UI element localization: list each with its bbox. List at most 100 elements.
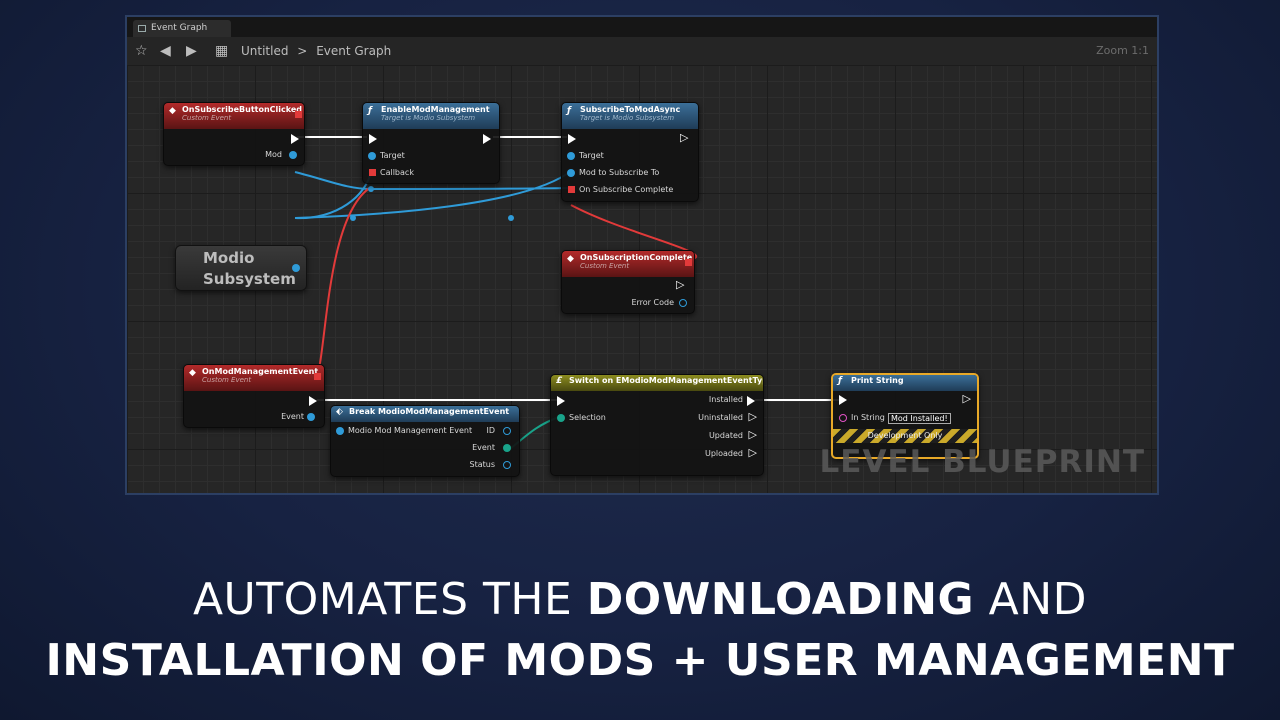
function-icon: ƒ: [838, 376, 842, 386]
event-pin[interactable]: [307, 413, 315, 421]
pin-event-label: Event: [281, 412, 304, 421]
event-out-pin[interactable]: [503, 444, 511, 452]
pin-instring-label: In String: [851, 413, 885, 422]
wires-layer: [294, 136, 840, 450]
status-pin[interactable]: [503, 461, 511, 469]
delegate-pin-icon[interactable]: [685, 259, 692, 266]
object-wire: [294, 170, 572, 219]
forward-arrow-icon[interactable]: ▶: [186, 43, 197, 59]
tab-event-graph[interactable]: Event Graph: [133, 20, 231, 37]
pin-id-label: ID: [486, 426, 495, 435]
delegate-pin-icon[interactable]: [314, 373, 321, 380]
back-arrow-icon[interactable]: ◀: [160, 43, 171, 59]
instring-value-field[interactable]: Mod Installed!: [888, 413, 951, 424]
node-subscribe-to-mod-async[interactable]: ƒ SubscribeToModAsync Target is Modio Su…: [561, 102, 699, 202]
pin-mod-label: Mod to Subscribe To: [579, 168, 660, 177]
struct-icon: ⬖: [336, 407, 343, 417]
caption-line-1: AUTOMATES THE DOWNLOADING AND: [0, 574, 1280, 625]
mod-pin[interactable]: [289, 151, 297, 159]
object-wire: [294, 171, 372, 190]
caption-emphasis: DOWNLOADING: [586, 574, 975, 625]
mod-pin[interactable]: [567, 169, 575, 177]
pin-uninstalled-label: Uninstalled: [698, 413, 743, 422]
function-icon: ƒ: [567, 106, 571, 116]
development-only-label: Development Only: [867, 431, 943, 440]
tab-bar: Event Graph: [127, 17, 1157, 37]
pin-selection-label: Selection: [569, 413, 606, 422]
exec-out-hollow-icon[interactable]: ▷: [748, 410, 757, 423]
subsystem-label: Modio Subsystem: [203, 249, 296, 288]
graph-tab-icon: [138, 25, 146, 32]
event-icon: ◆: [169, 106, 176, 116]
pin-uploaded-label: Uploaded: [704, 449, 743, 458]
exec-out-hollow-icon[interactable]: ▷: [748, 446, 757, 459]
level-blueprint-watermark: LEVEL BLUEPRINT: [819, 444, 1145, 480]
exec-out-hollow-icon[interactable]: ▷: [680, 131, 689, 144]
node-enable-mod-management[interactable]: ƒ EnableModManagement Target is Modio Su…: [362, 102, 500, 184]
pin-in-label: Modio Mod Management Event: [348, 426, 473, 435]
exec-in-pin[interactable]: [557, 396, 565, 406]
object-wire: [294, 170, 372, 220]
pin-status-label: Status: [469, 460, 496, 469]
graph-icon: ▦: [215, 43, 229, 59]
zoom-label: Zoom 1:1: [1096, 44, 1149, 57]
development-only-stripe: [833, 429, 977, 443]
in-string-pin[interactable]: [839, 414, 847, 422]
node-print-string[interactable]: ƒ Print String ▷ In String Mod Installed…: [831, 373, 979, 459]
breadcrumb-root[interactable]: Untitled: [241, 44, 289, 58]
pin-mod-label: Mod: [265, 150, 282, 159]
breadcrumb: Untitled > Event Graph: [241, 44, 396, 58]
caption-line-2: INSTALLATION OF MODS + USER MANAGEMENT: [45, 635, 1235, 686]
exec-in-pin[interactable]: [568, 134, 576, 144]
pin-callback-label: Callback: [380, 168, 414, 177]
error-code-pin[interactable]: [679, 299, 687, 307]
delegate-wire: [316, 186, 372, 378]
exec-in-pin[interactable]: [839, 395, 847, 405]
graph-canvas[interactable]: ◆ OnSubscribeButtonClicked Custom Event …: [127, 65, 1157, 493]
node-on-subscribe-button-clicked[interactable]: ◆ OnSubscribeButtonClicked Custom Event …: [163, 102, 305, 166]
delegate-pin[interactable]: [568, 186, 575, 193]
pin-installed-label: Installed: [708, 395, 743, 404]
pin-updated-label: Updated: [708, 431, 743, 440]
exec-out-pin[interactable]: [291, 134, 299, 144]
installed-exec-pin[interactable]: [747, 396, 755, 406]
event-icon: ◆: [189, 368, 196, 378]
exec-out-pin[interactable]: [483, 134, 491, 144]
exec-in-pin[interactable]: [369, 134, 377, 144]
node-on-mod-management-event[interactable]: ◆ OnModManagementEvent Custom Event Even…: [183, 364, 325, 428]
struct-in-pin[interactable]: [336, 427, 344, 435]
switch-icon: £: [556, 376, 563, 386]
callback-pin[interactable]: [369, 169, 376, 176]
breadcrumb-current[interactable]: Event Graph: [316, 44, 392, 58]
pin-error-label: Error Code: [631, 298, 674, 307]
subsystem-out-pin[interactable]: [292, 264, 300, 272]
selection-pin[interactable]: [557, 414, 565, 422]
target-pin[interactable]: [567, 152, 575, 160]
star-icon[interactable]: ☆: [135, 43, 148, 59]
object-wire: [370, 187, 572, 190]
pin-target-label: Target: [579, 151, 604, 160]
caption-part: AUTOMATES THE: [192, 574, 587, 625]
node-modio-subsystem[interactable]: Modio Subsystem: [175, 245, 307, 291]
pin-complete-label: On Subscribe Complete: [579, 185, 674, 194]
node-switch-on-event-type[interactable]: £ Switch on EModioModManagementEventType…: [550, 374, 764, 476]
breadcrumb-separator: >: [297, 44, 308, 58]
node-on-subscription-complete[interactable]: ◆ OnSubscriptionComplete Custom Event ▷ …: [561, 250, 695, 314]
id-pin[interactable]: [503, 427, 511, 435]
blueprint-editor-window: Event Graph ☆ ◀ ▶ ▦ Untitled > Event Gra…: [125, 15, 1159, 495]
exec-out-pin[interactable]: [309, 396, 317, 406]
pin-event-label: Event: [472, 443, 495, 452]
delegate-wire: [570, 204, 697, 261]
tab-label: Event Graph: [151, 23, 208, 33]
delegate-pin-icon[interactable]: [295, 111, 302, 118]
exec-out-hollow-icon[interactable]: ▷: [748, 428, 757, 441]
graph-toolbar: ☆ ◀ ▶ ▦ Untitled > Event Graph Zoom 1:1: [127, 37, 1157, 66]
target-pin[interactable]: [368, 152, 376, 160]
exec-out-hollow-icon[interactable]: ▷: [676, 278, 685, 291]
caption-part: AND: [974, 574, 1088, 625]
event-icon: ◆: [567, 254, 574, 264]
pin-target-label: Target: [380, 151, 405, 160]
exec-out-hollow-icon[interactable]: ▷: [962, 392, 971, 405]
function-icon: ƒ: [368, 106, 372, 116]
node-break-mod-management-event[interactable]: ⬖ Break ModioModManagementEvent Modio Mo…: [330, 405, 520, 477]
